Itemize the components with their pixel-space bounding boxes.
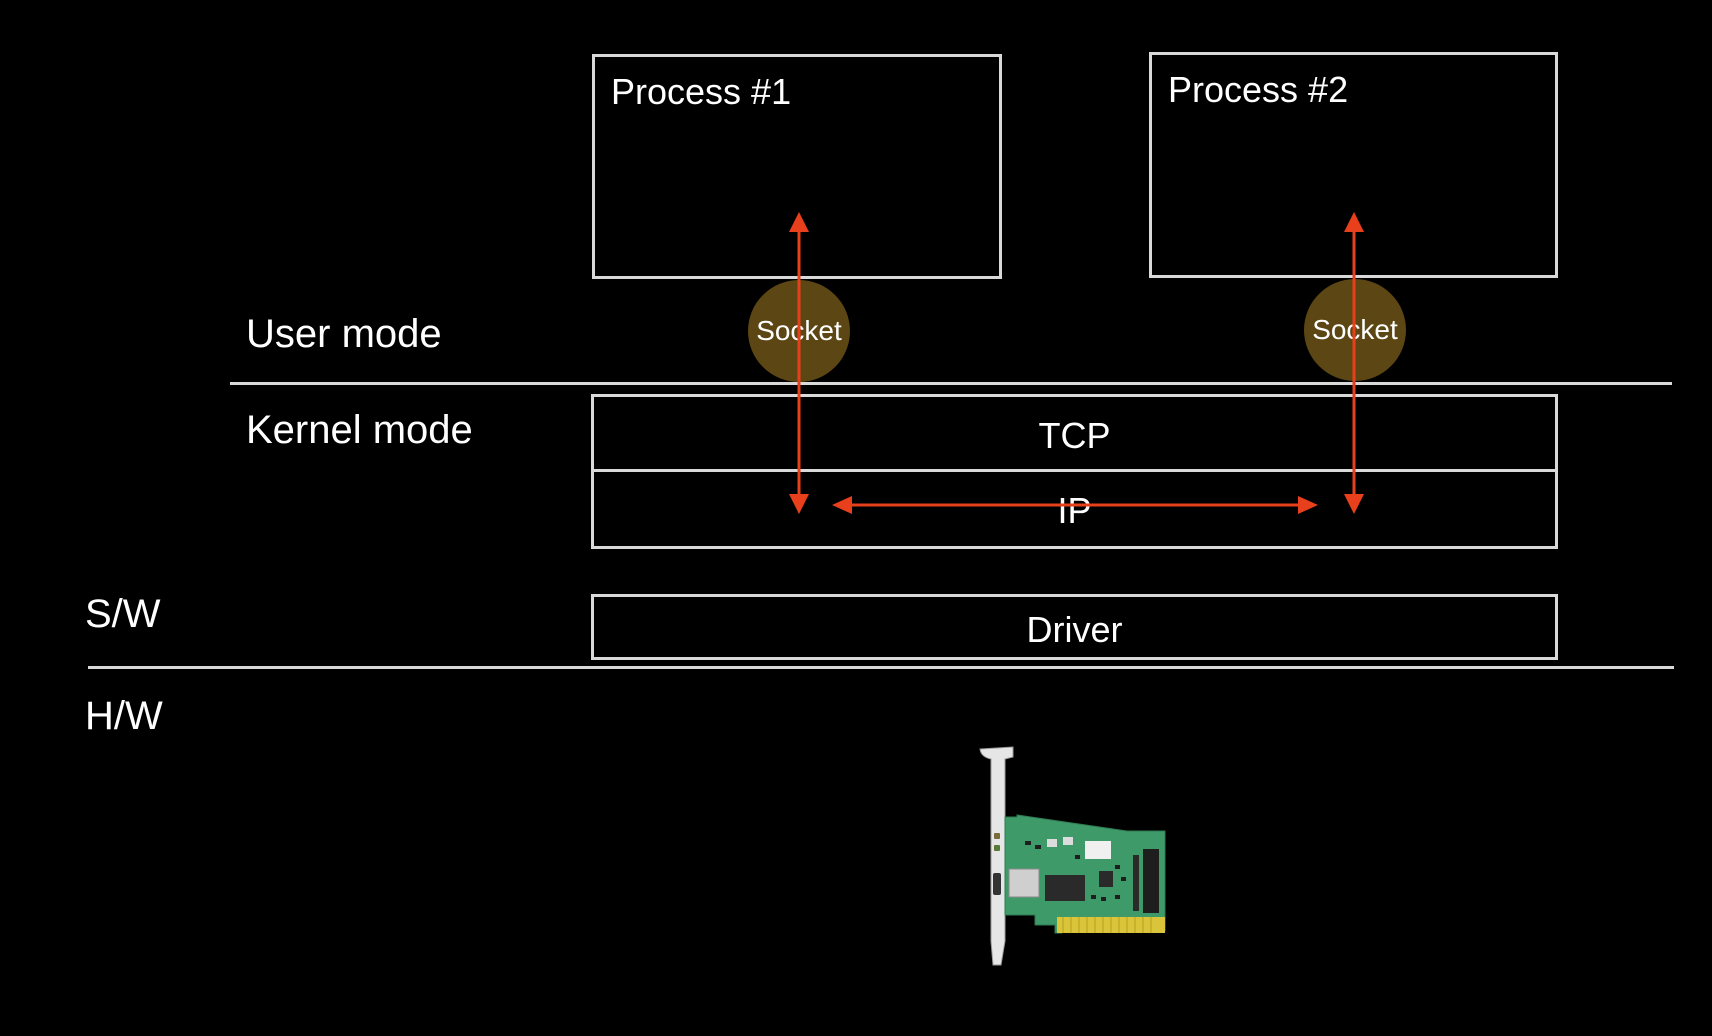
process-title: Process #1 (611, 71, 792, 112)
socket-label: Socket (1312, 314, 1398, 345)
user-mode-label: User mode (246, 312, 442, 356)
process-box-2: Process #2 (1149, 52, 1558, 278)
process-box-1: Process #1 (592, 54, 1002, 279)
network-interface-card-icon (979, 746, 1166, 966)
process-title: Process #2 (1168, 69, 1349, 110)
socket-1: Socket (748, 280, 850, 382)
tcp-layer-box: TCP (591, 394, 1558, 472)
user-kernel-divider (230, 382, 1672, 385)
software-hardware-divider (88, 666, 1674, 669)
tcp-layer-label: TCP (1038, 415, 1111, 456)
socket-label: Socket (756, 315, 842, 346)
ip-layer-box: IP (591, 469, 1558, 549)
socket-2: Socket (1304, 279, 1406, 381)
ip-layer-label: IP (1057, 490, 1092, 531)
software-label: S/W (85, 592, 161, 636)
kernel-mode-label: Kernel mode (246, 408, 473, 452)
driver-label: Driver (1026, 609, 1123, 650)
hardware-label: H/W (85, 694, 163, 738)
driver-box: Driver (591, 594, 1558, 660)
